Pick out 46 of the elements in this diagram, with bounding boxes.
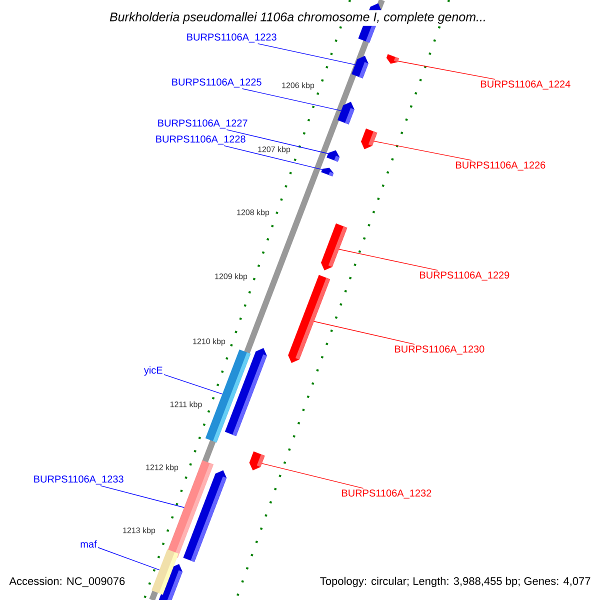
leader-line bbox=[398, 60, 496, 80]
gene-feature bbox=[352, 56, 368, 78]
gene-feature bbox=[249, 451, 265, 470]
leader-line bbox=[374, 140, 472, 161]
gene-feature bbox=[361, 128, 378, 150]
gene-feature bbox=[205, 350, 251, 442]
gene-feature bbox=[288, 274, 330, 363]
gene-feature bbox=[321, 223, 348, 270]
leader-line bbox=[242, 88, 342, 112]
gene-label: BURPS1106A_1229 bbox=[420, 272, 510, 280]
tick-label: 1207 kbp bbox=[258, 146, 290, 154]
gene-label: BURPS1106A_1226 bbox=[456, 162, 546, 170]
gene-feature bbox=[326, 150, 340, 162]
leader-line bbox=[262, 463, 364, 489]
gene-label: BURPS1106A_1227 bbox=[158, 120, 248, 128]
title: Burkholderia pseudomallei 1106a chromosome I, complete genom... bbox=[107, 10, 489, 26]
tick-label: 1210 kbp bbox=[193, 338, 226, 346]
footer-text: Topology: circular; Length: 3,988,455 bp; Genes: 4,077 bbox=[318, 576, 592, 588]
tick-label: 1209 kbp bbox=[215, 273, 248, 281]
leader-line bbox=[164, 374, 223, 394]
tick-label: 1208 kbp bbox=[237, 209, 270, 217]
leader-line bbox=[258, 43, 356, 66]
gene-feature bbox=[338, 102, 354, 124]
leader-line bbox=[226, 129, 328, 154]
leader-line bbox=[314, 321, 415, 345]
leader-line bbox=[224, 145, 322, 170]
gene-label: BURPS1106A_1228 bbox=[156, 136, 246, 144]
footer-text: Accession: NC_009076 bbox=[8, 576, 126, 588]
tick-label: 1206 kbp bbox=[282, 82, 314, 90]
leader-line bbox=[100, 485, 184, 508]
tick-label: 1212 kbp bbox=[146, 464, 178, 472]
tick-label: 1213 kbp bbox=[123, 527, 156, 535]
gene-label: maf bbox=[80, 540, 97, 548]
gene-label: BURPS1106A_1232 bbox=[342, 490, 432, 498]
leader-line bbox=[98, 547, 160, 570]
gene-feature bbox=[321, 168, 334, 176]
gene-label: BURPS1106A_1230 bbox=[395, 346, 484, 354]
gene-label: yicE bbox=[144, 366, 162, 376]
gene-label: BURPS1106A_1225 bbox=[172, 78, 262, 88]
gene-feature bbox=[166, 460, 214, 558]
gene-label: BURPS1106A_1223 bbox=[187, 34, 276, 42]
gene-label: BURPS1106A_1233 bbox=[34, 476, 124, 484]
gene-feature bbox=[152, 549, 178, 595]
leader-line bbox=[338, 248, 438, 271]
gene-label: BURPS1106A_1224 bbox=[481, 80, 570, 90]
gene-feature bbox=[386, 54, 399, 64]
